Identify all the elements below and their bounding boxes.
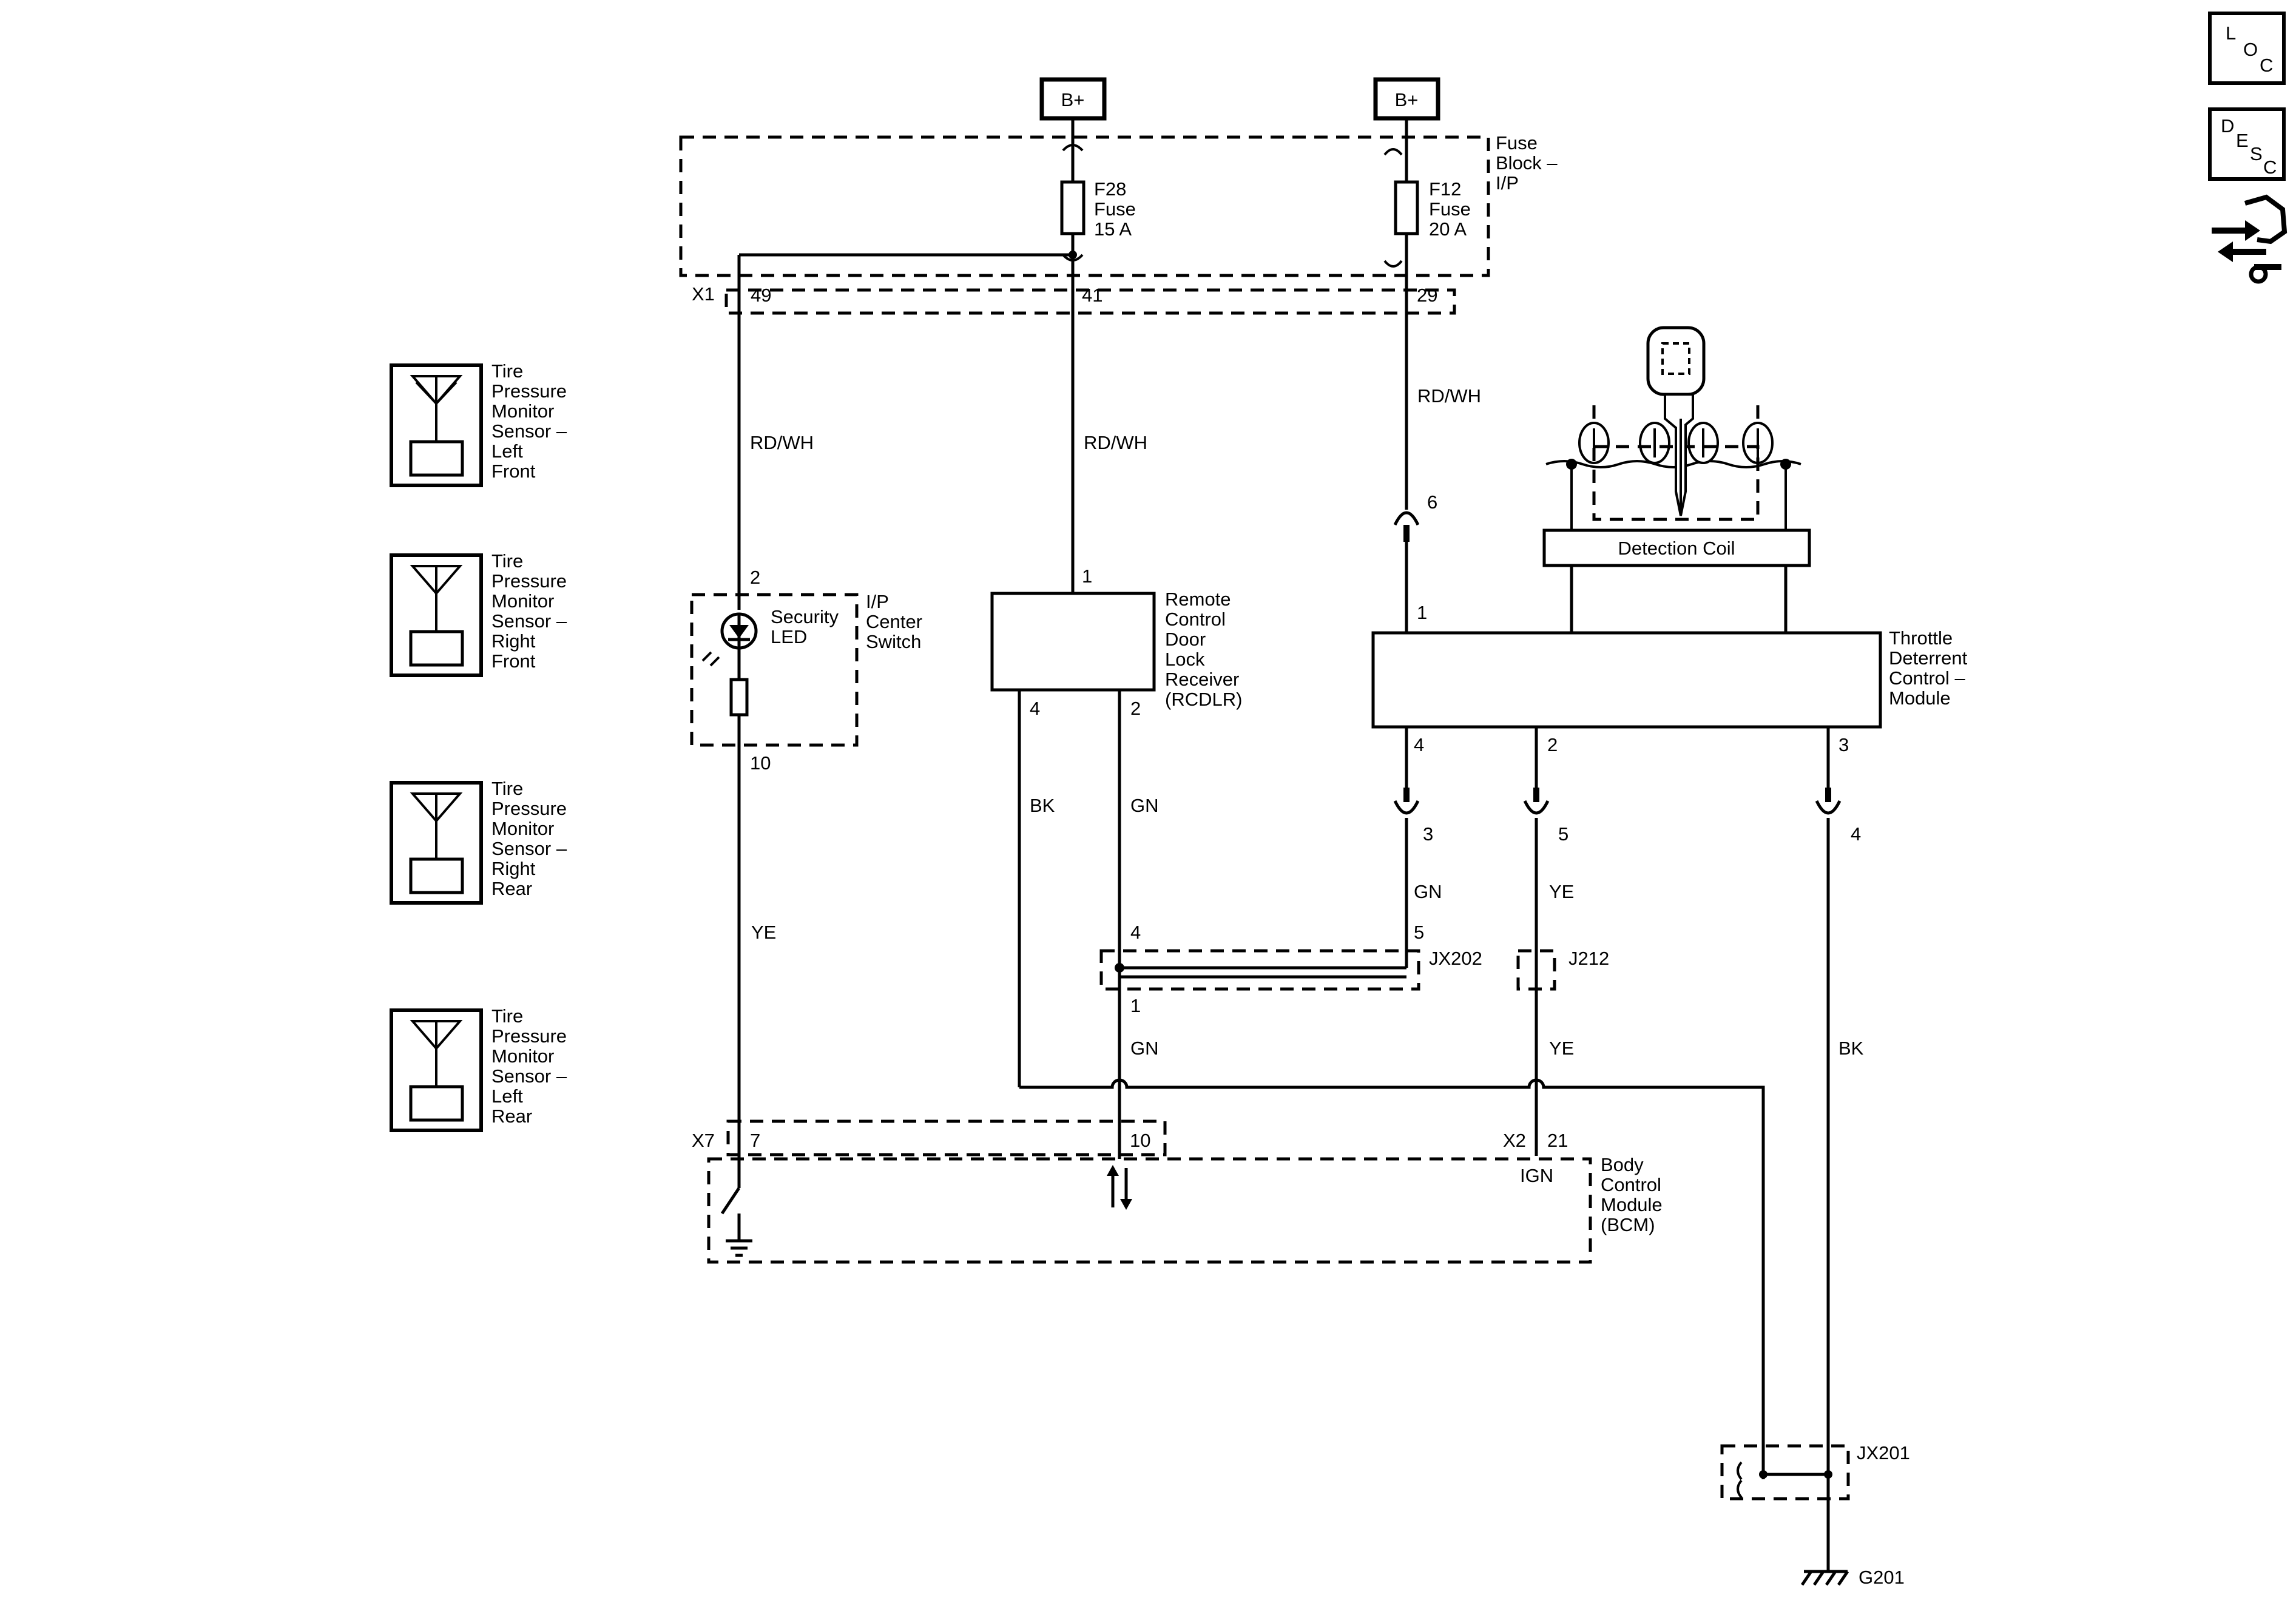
bcm-x7-label: X7 [692, 1130, 715, 1151]
fuse-f28 [1060, 180, 1086, 235]
tpms-left-rear-label: Tire Pressure Monitor Sensor – Left Rear [491, 1005, 572, 1127]
wire-label-ye-led: YE [751, 922, 776, 943]
wire-label-bk-tdcm: BK [1838, 1038, 1864, 1059]
svg-text:D: D [2221, 115, 2234, 137]
rcdlr-pin-2: 2 [1130, 698, 1141, 719]
body-control-module: X7 7 10 X2 21 IGN Body Control Module (B… [692, 1119, 1667, 1264]
svg-text:L: L [2226, 22, 2236, 44]
bcm-label: Body Control Module (BCM) [1601, 1154, 1667, 1235]
wire-label-gn-lower: GN [1130, 1038, 1159, 1059]
svg-text:S: S [2250, 143, 2263, 164]
fuse-f28-label: F28 Fuse 15 A [1094, 178, 1141, 240]
jx202-pin-1: 1 [1130, 995, 1141, 1016]
wire-label-gn-rcdlr: GN [1130, 795, 1159, 816]
tpms-sensor-right-rear: Tire Pressure Monitor Sensor – Right Rea… [390, 778, 572, 905]
svg-text:O: O [2243, 39, 2258, 60]
bcm-ign-label: IGN [1520, 1165, 1553, 1186]
wire-label-bk-rcdlr: BK [1030, 795, 1055, 816]
tdcm-pin-4: 4 [1414, 734, 1424, 755]
pin-49: 49 [751, 285, 771, 306]
tdcm-label: Throttle Deterrent Control – Module [1889, 627, 1973, 709]
rcdlr-pin-1: 1 [1082, 565, 1092, 587]
bcm-pin-10: 10 [1130, 1130, 1150, 1151]
wire-label-rdwh-left: RD/WH [750, 432, 814, 453]
fuse-block: B+ B+ F28 Fuse 15 A F12 Fuse 20 A Fuse B… [679, 77, 1562, 315]
throttle-deterrent-module: Detection Coil 1 4 2 3 Throttle Dete [1371, 326, 1973, 755]
rcdlr-pin-4: 4 [1030, 698, 1040, 719]
splice-jx202: 4 5 1 JX202 [1099, 922, 1482, 1016]
detection-coil-box [1542, 528, 1811, 567]
switch-pin-2: 2 [750, 567, 760, 588]
battery-positive-label-2: B+ [1395, 89, 1419, 110]
svg-text:C: C [2260, 55, 2273, 76]
ground-label: G201 [1859, 1567, 1905, 1588]
tpms-right-front-label: Tire Pressure Monitor Sensor – Right Fro… [491, 550, 572, 672]
jx202-pin-4: 4 [1130, 922, 1141, 943]
fuse-f12-label: F12 Fuse 20 A [1429, 178, 1476, 240]
battery-positive-box-1 [1039, 77, 1107, 121]
inline-pin-4: 4 [1851, 823, 1861, 845]
tpms-left-front-label: Tire Pressure Monitor Sensor – Left Fron… [491, 360, 572, 482]
desc-icon[interactable]: D E S C [2208, 107, 2286, 181]
pin-29: 29 [1417, 285, 1437, 306]
wires [737, 251, 1832, 1571]
jx202-pin-5: 5 [1414, 922, 1424, 943]
tpms-right-rear-label: Tire Pressure Monitor Sensor – Right Rea… [491, 778, 572, 899]
jx201-label: JX201 [1857, 1442, 1910, 1463]
jx202-label: JX202 [1429, 948, 1482, 969]
svg-text:C: C [2263, 157, 2277, 178]
bcm-pin-21: 21 [1547, 1130, 1568, 1151]
tdcm-pin-1: 1 [1417, 602, 1427, 623]
wire-labels: RD/WH RD/WH RD/WH YE BK GN GN YE GN YE B… [750, 385, 1864, 1059]
wire-label-gn-tdcm: GN [1414, 881, 1442, 902]
led-resistor [729, 678, 749, 717]
tdcm-pin-3: 3 [1838, 734, 1849, 755]
connector-repair-icon[interactable] [2212, 194, 2288, 284]
detection-coil-label: Detection Coil [1618, 538, 1735, 559]
splice-jx201: JX201 [1720, 1442, 1910, 1501]
wire-label-rdwh-mid: RD/WH [1084, 432, 1147, 453]
svg-text:E: E [2236, 130, 2249, 151]
rcdlr-module: 1 4 2 Remote Control Door Lock Receiver … [990, 565, 1244, 719]
fuse-block-title: Fuse Block – I/P [1496, 132, 1562, 194]
key-icon [1646, 326, 1706, 516]
rcdlr-label: Remote Control Door Lock Receiver (RCDLR… [1165, 589, 1244, 710]
tpms-sensor-right-front: Tire Pressure Monitor Sensor – Right Fro… [390, 550, 572, 677]
wire-label-ye-lower: YE [1549, 1038, 1574, 1059]
tpms-sensor-left-front: Tire Pressure Monitor Sensor – Left Fron… [390, 360, 572, 487]
loc-icon[interactable]: L O C [2208, 12, 2286, 85]
tpms-sensor-left-rear: Tire Pressure Monitor Sensor – Left Rear [390, 1005, 572, 1132]
wire-label-rdwh-right: RD/WH [1417, 385, 1481, 407]
ip-center-switch: 2 10 Security LED I/P Center Switch [690, 567, 928, 774]
connector-x1-label: X1 [692, 283, 715, 305]
switch-pin-10: 10 [750, 752, 771, 774]
tdcm-pin-2: 2 [1547, 734, 1558, 755]
inline-connectors: 6 3 5 4 [1393, 491, 1861, 845]
bcm-pin-7: 7 [750, 1130, 760, 1151]
wire-label-ye-tdcm: YE [1549, 881, 1574, 902]
splice-j212: J212 [1516, 948, 1609, 991]
security-led-label: Security LED [771, 606, 844, 647]
inline-pin-5: 5 [1558, 823, 1568, 845]
ground-g201: G201 [1800, 1567, 1905, 1588]
bcm-x2-label: X2 [1503, 1130, 1526, 1151]
j212-label: J212 [1568, 948, 1609, 969]
fuse-f12 [1394, 180, 1419, 235]
ip-center-switch-label: I/P Center Switch [866, 591, 928, 652]
inline-pin-6: 6 [1427, 491, 1437, 513]
battery-positive-label-1: B+ [1061, 89, 1085, 110]
pin-41: 41 [1082, 285, 1102, 306]
inline-pin-3: 3 [1423, 823, 1433, 845]
